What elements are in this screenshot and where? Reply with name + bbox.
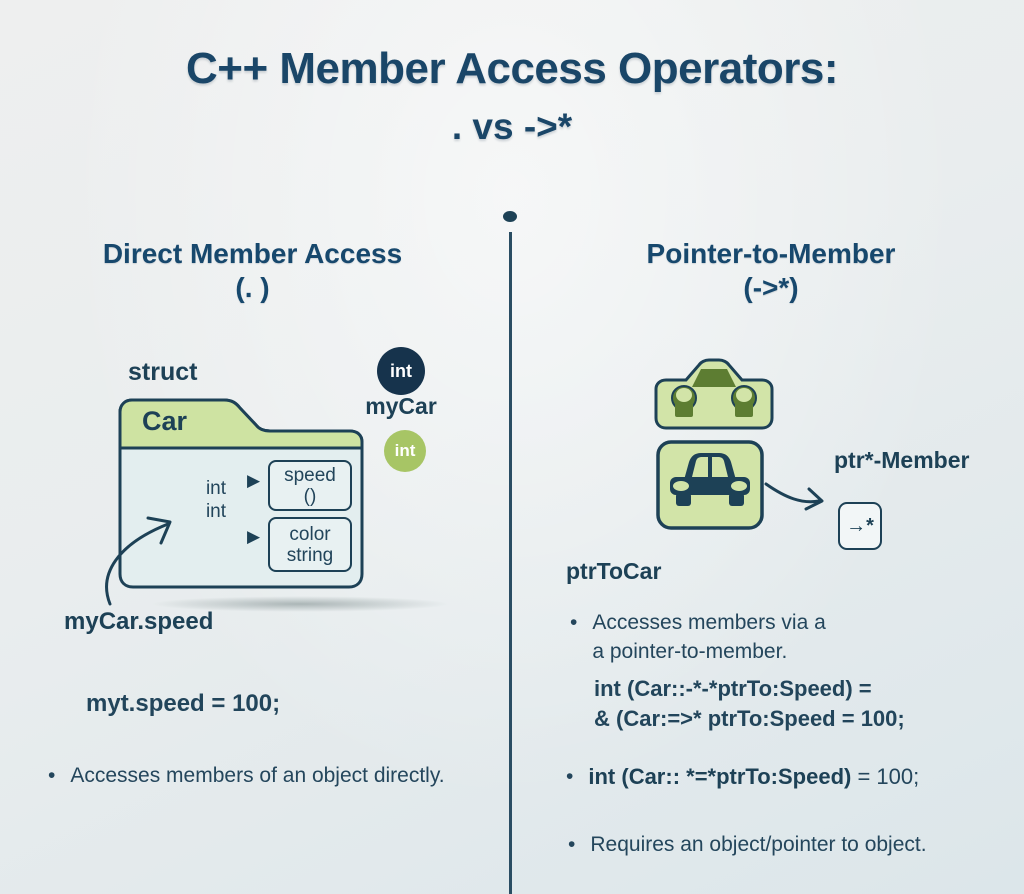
- bullet-text: Accesses members of an object directly.: [70, 764, 445, 787]
- class-name-label: Car: [142, 406, 188, 436]
- right-operator-label: (->*): [743, 272, 799, 303]
- object-name-label: myCar: [365, 393, 437, 419]
- code-snippet-direct: myt.speed = 100;: [86, 690, 281, 717]
- pointer-arrow-icon: [762, 464, 834, 518]
- code-line: int (Car::-*-*ptrTo:Speed) =: [594, 674, 905, 704]
- bullet-icon: •: [566, 765, 574, 788]
- badge-text: int: [394, 441, 416, 460]
- code-snippet-pointer: int (Car::-*-*ptrTo:Speed) = & (Car:=>* …: [594, 674, 905, 734]
- main-title: C++ Member Access Operators:: [186, 44, 839, 93]
- car-side-icon: [654, 438, 766, 532]
- divider-dot: [503, 211, 517, 222]
- access-expression-label: myCar.speed: [64, 608, 214, 635]
- code-keyword: int: [594, 676, 621, 701]
- pointer-operator-glyph: →*: [846, 514, 874, 537]
- left-operator-label: (. ): [235, 272, 270, 303]
- subtitle-operators: . vs ->*: [451, 106, 573, 147]
- bullet-icon: •: [570, 611, 578, 634]
- bullet-text: Requires an object/pointer to object.: [590, 833, 927, 856]
- folder-shadow: [150, 596, 450, 612]
- car-front-icon: [654, 356, 774, 432]
- badge-text: int: [390, 360, 412, 381]
- bullet-item: • Accesses members via a a pointer-to-me…: [570, 608, 826, 666]
- bullet-text-line: a pointer-to-member.: [592, 640, 788, 663]
- pointer-label: ptr*-Member: [834, 447, 970, 473]
- right-column-heading: Pointer-to-Member: [646, 238, 896, 269]
- divider-line: [509, 232, 512, 894]
- pointer-object-label: ptrToCar: [566, 558, 662, 584]
- member-box-color: color string: [268, 517, 352, 572]
- code-text: = 100;: [851, 764, 920, 789]
- code-keyword: int: [588, 764, 616, 789]
- member-name: color: [289, 523, 331, 545]
- curved-arrow-icon: [92, 506, 192, 608]
- member-arrow-icon: ▶: [247, 527, 261, 546]
- bullet-text: int (Car:: *=*ptrTo:Speed) = 100;: [588, 763, 919, 791]
- member-box-speed: speed (): [268, 460, 352, 511]
- code-text: (Car::-*-*ptrTo:Speed) =: [620, 676, 872, 701]
- code-line: & (Car:=>* ptrTo:Speed = 100;: [594, 706, 905, 731]
- left-column-heading: Direct Member Access: [102, 238, 403, 269]
- pointer-operator-box: →*: [838, 502, 882, 550]
- member-type: string: [286, 544, 334, 566]
- bullet-item: • Requires an object/pointer to object.: [568, 831, 927, 859]
- code-text: (Car:: *=*ptrTo:Speed): [615, 764, 852, 789]
- bullet-text: Accesses members via a a pointer-to-memb…: [592, 608, 825, 666]
- int-badge-green: int: [384, 430, 426, 472]
- member-name: speed: [284, 464, 336, 486]
- bullet-text-line: Accesses members via a: [592, 611, 826, 634]
- int-badge-navy: int: [377, 347, 425, 395]
- struct-keyword-label: struct: [128, 358, 198, 386]
- bullet-item: • int (Car:: *=*ptrTo:Speed) = 100;: [566, 763, 919, 791]
- member-type: (): [303, 485, 317, 507]
- bullet-item: • Accesses members of an object directly…: [48, 762, 445, 790]
- field-type-label: int: [205, 501, 227, 522]
- bullet-icon: •: [568, 833, 576, 856]
- bullet-icon: •: [48, 764, 56, 787]
- member-arrow-icon: ▶: [247, 471, 261, 490]
- field-type-label: int: [205, 478, 227, 499]
